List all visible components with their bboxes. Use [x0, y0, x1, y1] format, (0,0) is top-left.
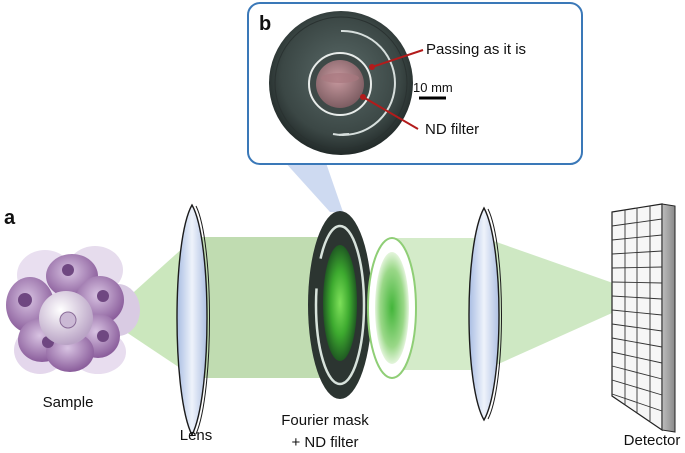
- mask-photo: [269, 11, 413, 155]
- nd-filter-label: ND filter: [425, 121, 479, 138]
- fourier-mask: [308, 211, 372, 399]
- panel-b-label: b: [259, 13, 271, 35]
- inset-panel: b Passing as it is ND filter 10 mm: [247, 2, 583, 165]
- sample-label: Sample: [43, 394, 94, 411]
- beam-diverging: [105, 237, 195, 378]
- panel-a-label: a: [4, 207, 16, 229]
- mask-label-line1: Fourier mask: [281, 412, 369, 429]
- pointer-nd-filter: [360, 94, 419, 130]
- detector: [611, 203, 676, 433]
- nd-filter-spot: [316, 60, 364, 108]
- outer-transparent-ring: [332, 29, 396, 136]
- lens-1: [176, 203, 210, 437]
- beam-converging: [485, 238, 650, 370]
- detector-label: Detector: [624, 432, 681, 449]
- lens-2: [468, 206, 502, 422]
- pointer-passing: [369, 49, 424, 70]
- scale-bar-label: 10 mm: [413, 80, 453, 95]
- sample-cells: [6, 246, 140, 374]
- mask-label-line2: + ND filter: [291, 434, 358, 451]
- inset-projection: [283, 160, 343, 212]
- passing-label: Passing as it is: [426, 41, 526, 58]
- lens-label: Lens: [180, 427, 213, 444]
- nd-filter-disk: [367, 237, 417, 379]
